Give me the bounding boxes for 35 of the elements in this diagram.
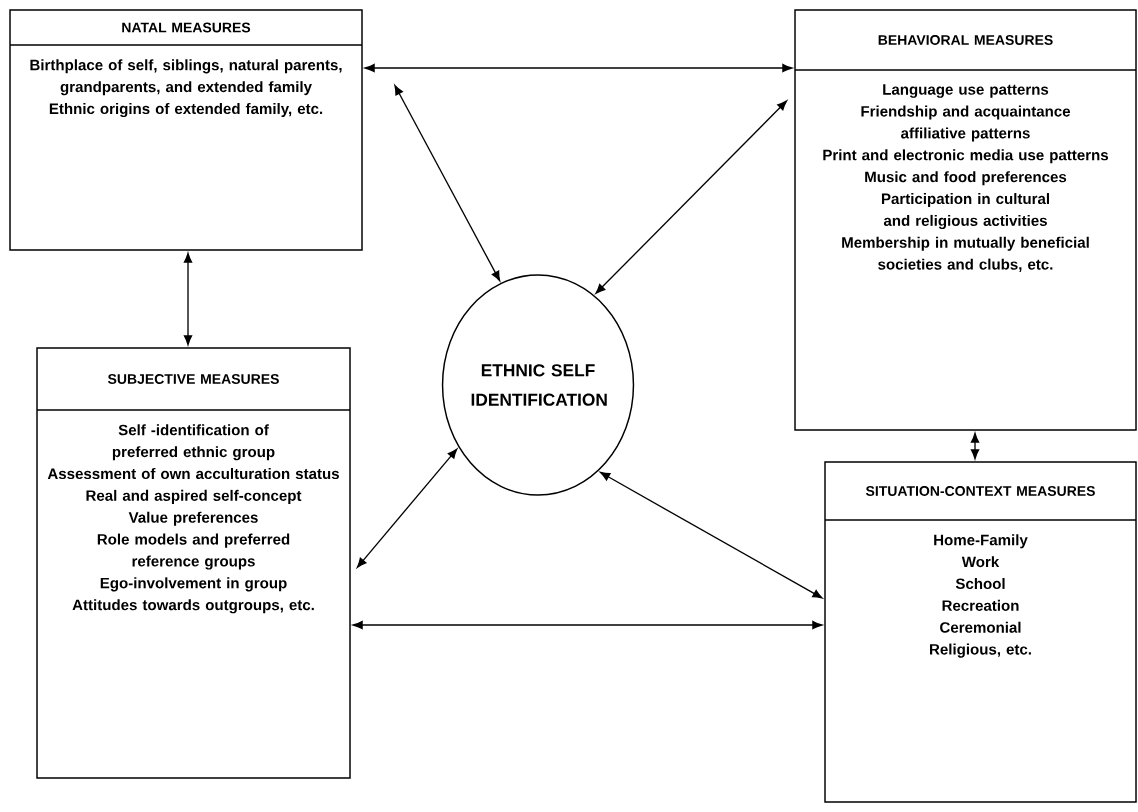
node-label: Work bbox=[961, 556, 1000, 568]
arrow bbox=[352, 620, 823, 630]
node-label: Self -identification of preferred ethnic group bbox=[112, 424, 275, 461]
node-label: Role models and preferred reference groups bbox=[97, 533, 290, 570]
node-label: Recreation bbox=[942, 599, 1019, 611]
node-label: Real and aspired self-concept bbox=[86, 489, 302, 504]
arrow bbox=[970, 432, 980, 460]
node-label: Value preferences bbox=[128, 511, 258, 526]
node-label: Participation in cultural and religious activities bbox=[881, 193, 1049, 230]
box-heading: NATAL MEASURES bbox=[122, 22, 251, 33]
arrow bbox=[183, 252, 193, 346]
node-label: Home-Family bbox=[934, 534, 1028, 549]
node-label: Friendship and acquaintance affiliative patterns bbox=[861, 105, 1071, 142]
item-list: Home-Family Work School Recreation Ceremonial Religious, etc. bbox=[930, 534, 1031, 658]
arrow bbox=[595, 100, 788, 294]
box-heading: SUBJECTIVE MEASURES bbox=[107, 374, 279, 384]
node-label: Ceremonial bbox=[940, 621, 1021, 633]
node-label: Membership in mutually beneficial societies and clubs, etc. bbox=[842, 236, 1089, 272]
node-label: Ego-involvement in group bbox=[100, 577, 287, 592]
arrow bbox=[394, 84, 501, 282]
arrow bbox=[364, 63, 793, 73]
item-list: Language use patterns Friendship and acquaintance affiliative patterns Print and electronic media use patterns Music and food preferences Participation in cultural and religious activities Membership in mutually beneficial societies and clubs, etc. bbox=[823, 84, 1109, 272]
arrow bbox=[356, 448, 458, 568]
item-list: Self -identification of preferred ethnic group Assessment of own acculturation status Real and aspired self-concept Value preferences Role models and preferred reference groups Ego-involvement in group Attitudes towards outgroups, etc. bbox=[47, 424, 339, 614]
node-label: Assessment of own acculturation status bbox=[47, 467, 339, 480]
node-label: Religious, etc. bbox=[930, 643, 1031, 658]
node-label: School bbox=[955, 578, 1005, 590]
node-label: Print and electronic media use patterns bbox=[823, 149, 1109, 164]
box-heading: BEHAVIORAL MEASURES bbox=[878, 35, 1053, 45]
arrow bbox=[600, 471, 823, 599]
node-label: Music and food preferences bbox=[865, 171, 1067, 186]
node-label: Language use patterns bbox=[883, 84, 1049, 98]
box-heading: SITUATION-CONTEXT MEASURES bbox=[865, 486, 1095, 496]
item-list: Birthplace of self, siblings, natural parents, grandparents, and extended family Ethnic origins of extended family, etc. bbox=[30, 59, 342, 118]
node-label: Attitudes towards outgroups, etc. bbox=[72, 599, 314, 614]
